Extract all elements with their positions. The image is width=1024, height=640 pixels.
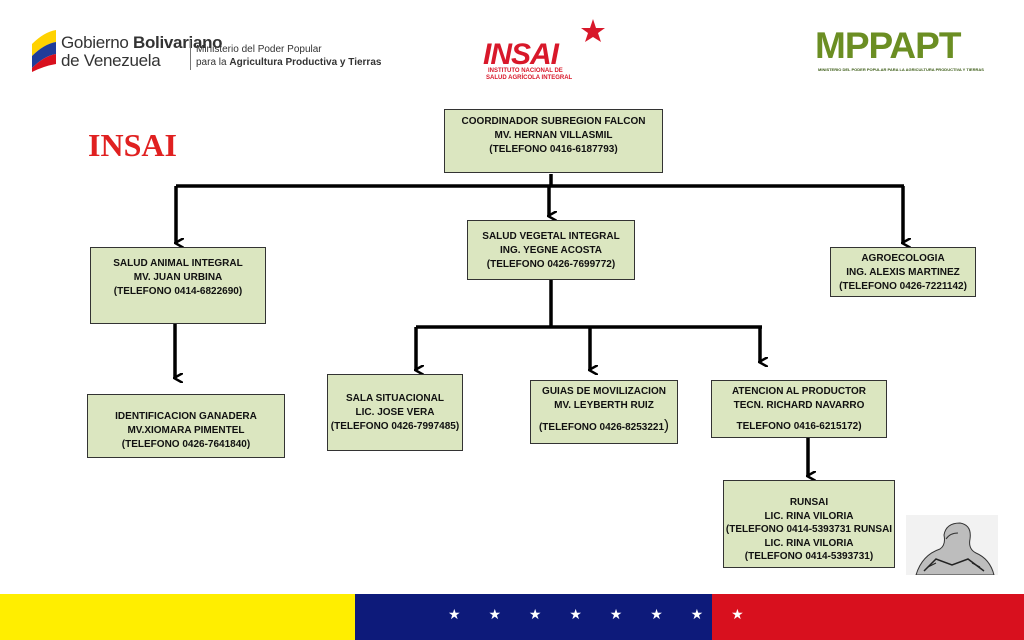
bolivar-portrait-image	[906, 515, 998, 575]
atencion-box: ATENCION AL PRODUCTOR TECN. RICHARD NAVA…	[711, 380, 887, 438]
agroecologia-box: AGROECOLOGIA ING. ALEXIS MARTINEZ (TELEF…	[830, 247, 976, 297]
insai-logo-sub2: SALUD AGRÍCOLA INTEGRAL	[486, 75, 573, 81]
sala-situacional-box: SALA SITUACIONAL LIC. JOSE VERA (TELEFON…	[327, 374, 463, 451]
flag-yellow-stripe	[0, 594, 355, 640]
flag-blue-stripe	[355, 594, 712, 640]
mppapt-logo: MPPAPT	[815, 25, 961, 66]
venezuela-flag-icon	[32, 30, 56, 72]
runsai-box: RUNSAI LIC. RINA VILORIA (TELEFONO 0414-…	[723, 480, 895, 568]
coordinator-box: COORDINADOR SUBREGION FALCON MV. HERNAN …	[444, 109, 663, 173]
insai-logo: INSAI	[483, 38, 559, 71]
insai-logo-sub1: INSTITUTO NACIONAL DE	[488, 68, 563, 74]
guias-box: GUIAS DE MOVILIZACION MV. LEYBERTH RUIZ …	[530, 380, 678, 444]
gobierno-line2: de Venezuela	[61, 51, 161, 70]
salud-vegetal-box: SALUD VEGETAL INTEGRAL ING. YEGNE ACOSTA…	[467, 220, 635, 280]
identificacion-box: IDENTIFICACION GANADERA MV.XIOMARA PIMEN…	[87, 394, 285, 458]
ministry-line2: para la Agricultura Productiva y Tierras	[196, 57, 382, 68]
flag-red-stripe	[712, 594, 1024, 640]
mppapt-logo-sub: MINISTERIO DEL PODER POPULAR PARA LA AGR…	[818, 67, 984, 72]
salud-animal-box: SALUD ANIMAL INTEGRAL MV. JUAN URBINA (T…	[90, 247, 266, 324]
flag-stars: ★ ★ ★ ★ ★ ★ ★ ★	[448, 606, 756, 622]
divider	[190, 40, 191, 70]
gobierno-line1: Gobierno Bolivariano	[61, 33, 223, 52]
page-title: INSAI	[88, 127, 177, 163]
ministry-line1: Ministerio del Poder Popular	[196, 44, 322, 55]
star-icon	[581, 19, 605, 42]
